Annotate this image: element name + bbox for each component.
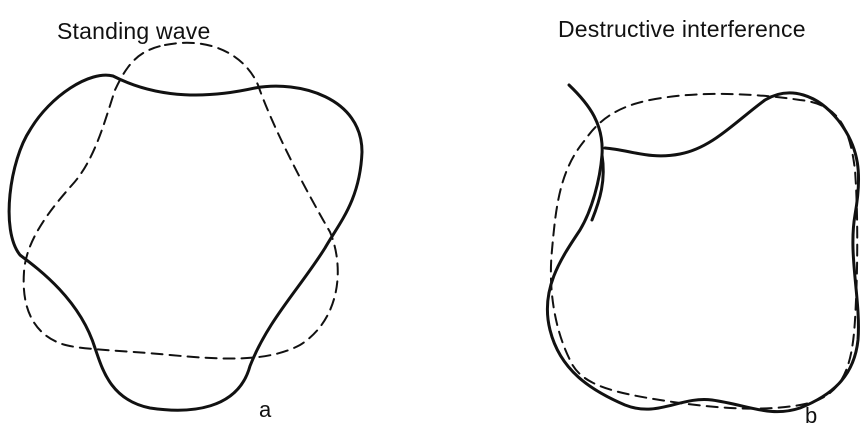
- panel-destructive-interference: Destructive interference b: [430, 0, 861, 436]
- panel-title: Destructive interference: [558, 16, 806, 43]
- panel-label: b: [805, 403, 817, 429]
- panel-title: Standing wave: [57, 18, 210, 45]
- panel-label: a: [259, 397, 271, 423]
- panel-standing-wave: Standing wave a: [0, 0, 430, 436]
